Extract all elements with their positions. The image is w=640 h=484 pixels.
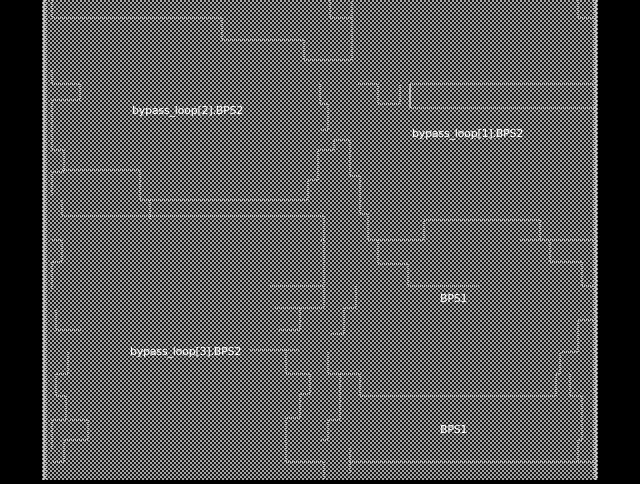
net-label-bps1-upper[interactable]: BPS1 — [440, 292, 468, 305]
net-label-bps1-lower[interactable]: BPS1 — [440, 423, 468, 436]
outline-traces — [45, 0, 595, 480]
dither-fill-region — [42, 0, 598, 480]
boundary-traces — [43, 0, 597, 480]
net-label-bypass-loop-1[interactable]: bypass_loop[1].BPS2 — [412, 127, 524, 140]
net-label-bypass-loop-3[interactable]: bypass_loop[3].BPS2 — [130, 345, 242, 358]
net-label-bypass-loop-2[interactable]: bypass_loop[2].BPS2 — [132, 104, 244, 117]
